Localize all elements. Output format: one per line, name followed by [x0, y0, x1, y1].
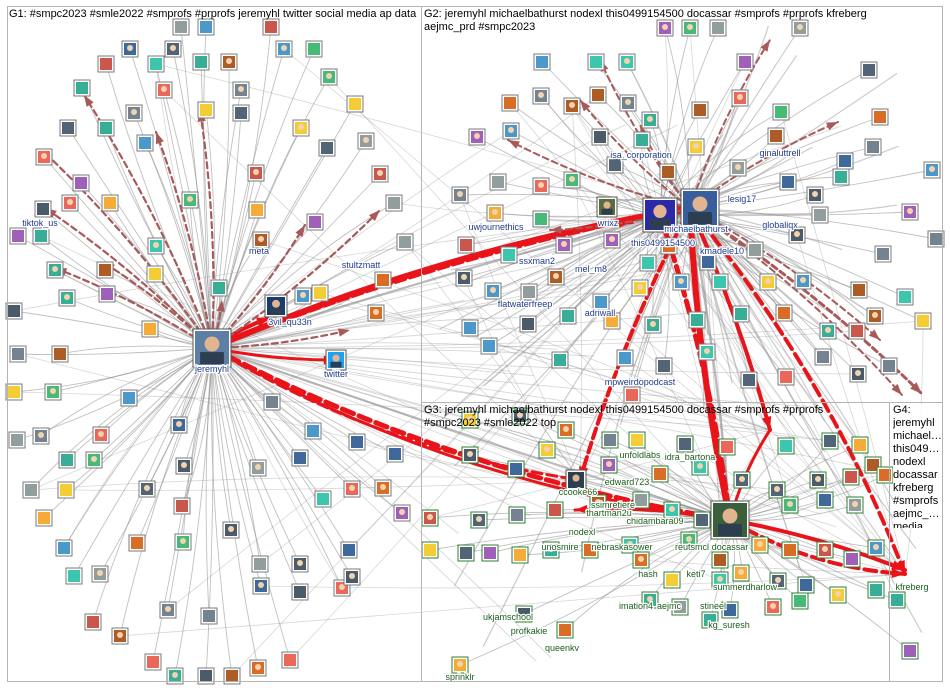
group-g1-title: G1: #smpc2023 #smle2022 #smprofs #prprof… — [9, 8, 419, 21]
group-g1-box — [7, 6, 422, 682]
group-g2-title: G2: jeremyhl michaelbathurst nodexl this… — [424, 8, 904, 34]
group-g3-box — [421, 402, 890, 682]
group-g2-box — [421, 6, 943, 403]
group-g3-title: G3: jeremyhl michaelbathurst nodexl this… — [424, 404, 844, 430]
group-g4-title: G4: jeremyhl michael… this049… nodexl do… — [893, 404, 941, 528]
